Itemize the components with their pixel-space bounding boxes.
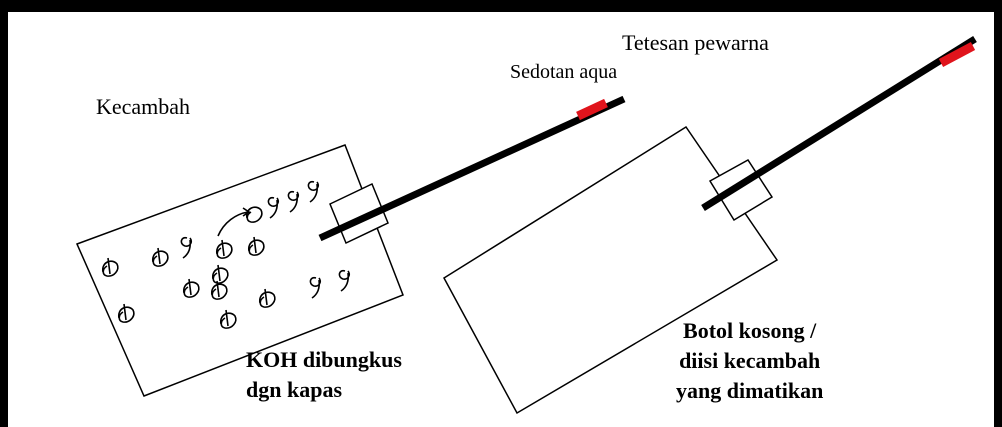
sprout-icon: [307, 180, 319, 203]
sprout-icon: [180, 236, 192, 259]
sprout-icon: [216, 239, 233, 259]
sprout-icon: [259, 288, 276, 308]
left-dye-drop: [576, 98, 608, 121]
sprout-icon: [152, 247, 169, 267]
label-sedotan-aqua: Sedotan aqua: [510, 61, 618, 83]
sprout-icon: [220, 309, 237, 329]
sprout-icon: [118, 303, 135, 323]
label-koh-line2: dgn kapas: [246, 377, 343, 402]
sprouts-group: [102, 180, 350, 329]
label-botol-line1: Botol kosong /: [683, 318, 817, 343]
sprout-icon: [212, 264, 229, 284]
sprout-icon: [309, 276, 321, 299]
sprout-icon: [211, 280, 228, 300]
left-straw: [318, 95, 626, 242]
label-koh: KOH dibungkus dgn kapas: [246, 345, 402, 405]
label-botol: Botol kosong / diisi kecambah yang dimat…: [676, 316, 823, 406]
label-kecambah: Kecambah: [96, 94, 191, 119]
right-bottle: [443, 125, 779, 415]
label-botol-line3: yang dimatikan: [676, 378, 824, 403]
sprout-icon: [338, 269, 350, 292]
sprout-icon: [267, 196, 279, 219]
label-koh-line1: KOH dibungkus: [246, 347, 402, 372]
sprout-icon: [102, 257, 119, 277]
left-bottle: [75, 144, 404, 397]
label-botol-line2: diisi kecambah: [679, 348, 821, 373]
sprout-icon: [287, 190, 299, 213]
sprout-icon: [183, 278, 200, 298]
sprout-arrow: [217, 207, 251, 237]
sprout-icon: [248, 236, 265, 256]
label-tetesan-pewarna: Tetesan pewarna: [622, 30, 769, 55]
right-straw: [701, 36, 977, 211]
right-dye-drop: [938, 42, 976, 67]
sprout-icon: [246, 206, 263, 223]
